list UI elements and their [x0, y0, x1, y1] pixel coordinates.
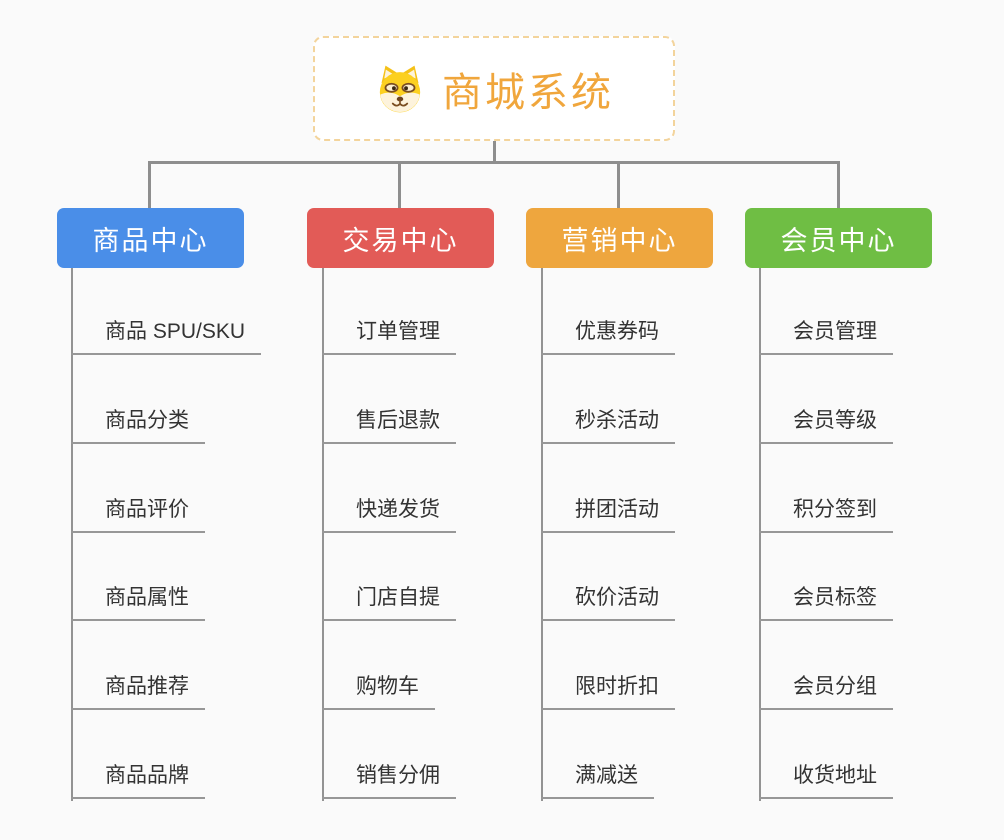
branch-header-trade-center[interactable]: 交易中心 — [307, 208, 494, 268]
branch-drop-connector — [148, 161, 151, 209]
leaf-node[interactable]: 商品品牌 — [71, 761, 205, 799]
leaf-node[interactable]: 销售分佣 — [322, 761, 456, 799]
leaf-node[interactable]: 会员分组 — [759, 672, 893, 710]
root-node-title: 商城系统 — [442, 70, 614, 115]
branch-bus-connector — [148, 161, 840, 164]
leaf-node[interactable]: 快递发货 — [322, 495, 456, 533]
branch-header-product-center[interactable]: 商品中心 — [57, 208, 244, 268]
branch-drop-connector — [398, 161, 401, 209]
leaf-node[interactable]: 会员管理 — [759, 317, 893, 355]
branch-trunk-line — [541, 268, 543, 801]
leaf-node[interactable]: 会员等级 — [759, 406, 893, 444]
leaf-node[interactable]: 商品推荐 — [71, 672, 205, 710]
leaf-node[interactable]: 门店自提 — [322, 583, 456, 621]
leaf-node[interactable]: 订单管理 — [322, 317, 456, 355]
leaf-node[interactable]: 限时折扣 — [541, 672, 675, 710]
branch-header-label: 营销中心 — [561, 225, 678, 256]
branch-drop-connector — [617, 161, 620, 209]
branch-header-member-center[interactable]: 会员中心 — [745, 208, 932, 268]
leaf-node[interactable]: 收货地址 — [759, 761, 893, 799]
leaf-node[interactable]: 商品分类 — [71, 406, 205, 444]
branch-header-label: 商品中心 — [92, 225, 209, 256]
branch-header-marketing-center[interactable]: 营销中心 — [526, 208, 713, 268]
root-node-mall-system[interactable]: 商城系统 — [313, 36, 675, 141]
leaf-node[interactable]: 购物车 — [322, 672, 435, 710]
root-stem-connector — [493, 141, 496, 163]
leaf-node[interactable]: 砍价活动 — [541, 583, 675, 621]
branch-trunk-line — [322, 268, 324, 801]
leaf-node[interactable]: 积分签到 — [759, 495, 893, 533]
leaf-node[interactable]: 满减送 — [541, 761, 654, 799]
dog-face-icon — [379, 65, 421, 112]
leaf-node[interactable]: 拼团活动 — [541, 495, 675, 533]
leaf-node[interactable]: 商品 SPU/SKU — [71, 317, 262, 355]
branch-trunk-line — [759, 268, 761, 801]
leaf-node[interactable]: 秒杀活动 — [541, 406, 675, 444]
leaf-node[interactable]: 会员标签 — [759, 583, 893, 621]
branch-header-label: 交易中心 — [342, 225, 459, 256]
leaf-node[interactable]: 售后退款 — [322, 406, 456, 444]
branch-header-label: 会员中心 — [780, 225, 897, 256]
leaf-node[interactable]: 商品属性 — [71, 583, 205, 621]
leaf-node[interactable]: 优惠券码 — [541, 317, 675, 355]
leaf-node[interactable]: 商品评价 — [71, 495, 205, 533]
branch-trunk-line — [71, 268, 73, 801]
branch-drop-connector — [837, 161, 840, 209]
